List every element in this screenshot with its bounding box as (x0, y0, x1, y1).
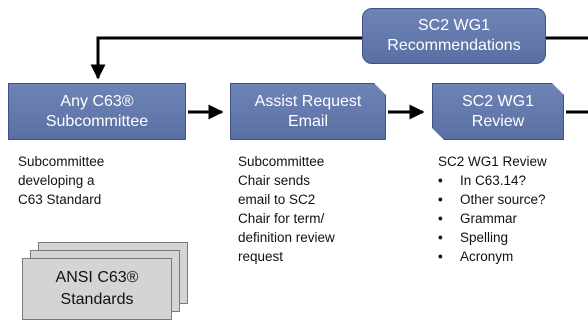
subcommittee-description: Subcommittee developing a C63 Standard (18, 152, 104, 209)
recommendations-line-2: Recommendations (387, 37, 521, 54)
checklist-item-label: In C63.14? (460, 173, 527, 188)
subcommittee-desc-line-3: C63 Standard (18, 192, 102, 207)
document-sheet-front: ANSI C63® Standards (22, 258, 172, 320)
review-desc-title: SC2 WG1 Review (438, 154, 547, 169)
wg1-review-box: SC2 WG1 Review (432, 83, 564, 140)
email-desc-line-5: definition review (238, 230, 335, 245)
subcommittee-desc-line-1: Subcommittee (18, 154, 105, 169)
bullet-icon: • (438, 192, 443, 207)
wg1-review-description: SC2 WG1 Review • In C63.14? • Other source… (438, 152, 547, 266)
review-checklist: • In C63.14? • Other source? • Grammar • Spe… (438, 171, 547, 266)
standards-line-1: ANSI C63® (55, 269, 139, 286)
feedback-arrow (90, 36, 365, 80)
email-desc-line-2: Chair sends (238, 173, 311, 188)
assist-email-description: Subcommittee Chair sends email to SC2 Ch… (238, 152, 335, 266)
checklist-item: • Acronym (438, 247, 547, 266)
bullet-icon: • (438, 173, 443, 188)
assist-email-line-2: Email (287, 112, 328, 130)
bullet-icon: • (438, 230, 443, 245)
email-desc-line-1: Subcommittee (238, 154, 325, 169)
email-desc-line-4: Chair for term/ (238, 211, 325, 226)
recommendations-line-1: SC2 WG1 (417, 17, 490, 34)
standards-line-2: Standards (60, 291, 134, 308)
checklist-item: • Other source? (438, 190, 547, 209)
checklist-item: • Spelling (438, 228, 547, 247)
checklist-item-label: Other source? (460, 192, 546, 207)
assist-email-box: Assist Request Email (230, 83, 386, 140)
wg1-review-line-1: SC2 WG1 (461, 92, 534, 110)
checklist-item: • In C63.14? (438, 171, 547, 190)
recommendations-box: SC2 WG1 Recommendations (362, 8, 546, 64)
subcommittee-box: Any C63® Subcommittee (8, 83, 186, 140)
email-desc-line-3: email to SC2 (238, 192, 316, 207)
checklist-item-label: Spelling (460, 230, 509, 245)
wg1-review-line-2: Review (471, 112, 525, 130)
checklist-item: • Grammar (438, 209, 547, 228)
bullet-icon: • (438, 249, 443, 264)
subcommittee-line-1: Any C63® (60, 92, 134, 110)
email-desc-line-6: request (238, 249, 284, 264)
bullet-icon: • (438, 211, 443, 226)
assist-email-line-1: Assist Request (254, 92, 362, 110)
checklist-item-label: Acronym (460, 249, 514, 264)
subcommittee-desc-line-2: developing a (18, 173, 95, 188)
subcommittee-line-2: Subcommittee (45, 112, 149, 130)
checklist-item-label: Grammar (460, 211, 517, 226)
